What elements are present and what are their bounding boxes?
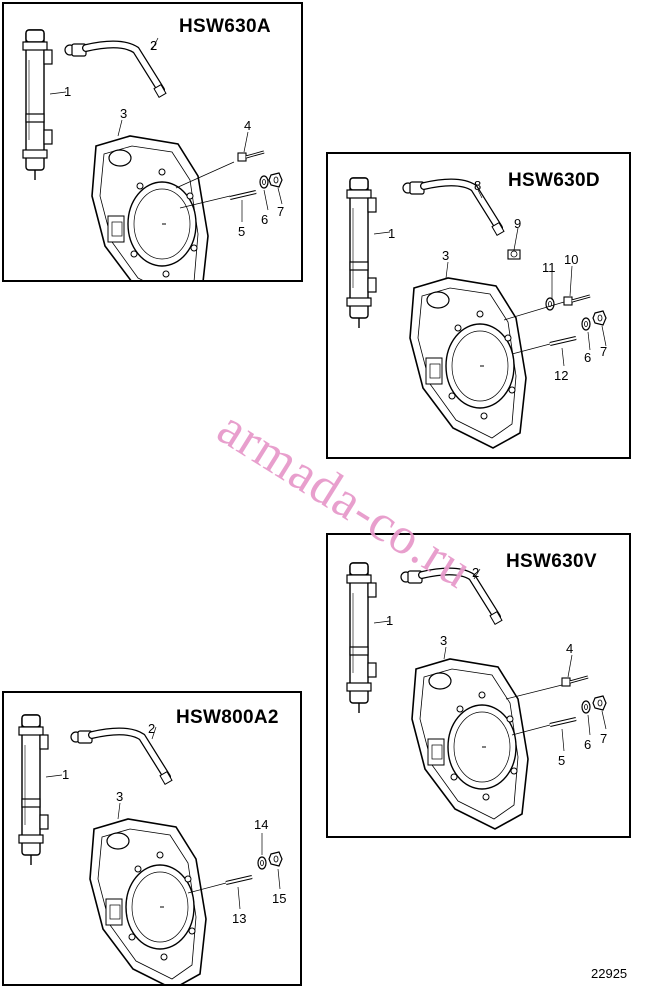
callout-7: 7 (277, 204, 285, 219)
callout-11: 11 (542, 260, 556, 275)
callout-2: 2 (148, 721, 156, 736)
callout-14: 14 (254, 817, 269, 832)
callout-5: 5 (558, 753, 566, 768)
exploded-view-drawing (346, 562, 607, 830)
callout-4: 4 (566, 641, 574, 656)
callout-3: 3 (440, 633, 448, 648)
exploded-view-drawing (22, 29, 283, 280)
panel-title: HSW630V (506, 551, 597, 572)
callout-3: 3 (116, 789, 124, 804)
panel-title: HSW800A2 (176, 707, 279, 728)
callout-2: 2 (150, 38, 158, 53)
callout-6: 6 (584, 737, 592, 752)
exploded-view-drawing (346, 177, 607, 449)
panel-title: HSW630D (508, 170, 600, 191)
callout-7: 7 (600, 344, 608, 359)
callout-6: 6 (261, 212, 269, 227)
callout-7: 7 (600, 731, 608, 746)
callout-1: 1 (388, 226, 396, 241)
callout-6: 6 (584, 350, 592, 365)
callout-2: 2 (472, 565, 480, 580)
exploded-view-drawing (18, 714, 283, 984)
panel-hsw630d: HSW630D 1 8 9 3 11 10 12 6 7 (326, 152, 631, 459)
catalog-number: 22925 (591, 966, 628, 981)
callout-13: 13 (232, 911, 247, 926)
callout-1: 1 (64, 84, 72, 99)
callout-1: 1 (62, 767, 70, 782)
panel-title: HSW630A (179, 16, 271, 37)
callout-3: 3 (442, 248, 450, 263)
callout-1: 1 (386, 613, 394, 628)
callout-12: 12 (554, 368, 569, 383)
panel-hsw630v: HSW630V 1 2 3 4 5 6 7 (326, 533, 631, 838)
callout-8: 8 (474, 178, 482, 193)
callout-5: 5 (238, 224, 246, 239)
panel-hsw630a: HSW630A 1 2 3 4 5 6 7 (2, 2, 303, 282)
callout-15: 15 (272, 891, 287, 906)
callout-9: 9 (514, 216, 522, 231)
panel-hsw800a2: HSW800A2 1 2 3 14 13 15 (2, 691, 302, 986)
callout-3: 3 (120, 106, 128, 121)
callout-4: 4 (244, 118, 252, 133)
callout-10: 10 (564, 252, 579, 267)
